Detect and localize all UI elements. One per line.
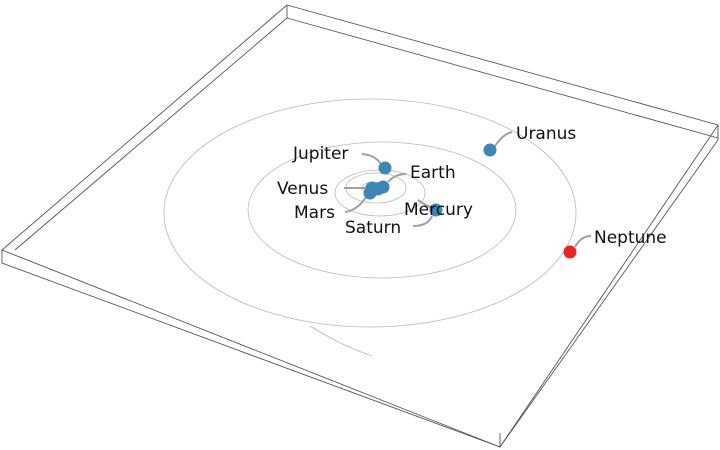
planet-venus[interactable]: Venus [277, 179, 379, 199]
data-label: Neptune [594, 228, 667, 248]
data-point[interactable] [563, 245, 577, 259]
data-label: Saturn [345, 218, 401, 238]
orbit-uranus [247, 141, 517, 279]
callout-line [344, 196, 367, 213]
planet-uranus[interactable]: Uranus [483, 124, 577, 157]
data-point[interactable] [483, 143, 497, 157]
data-point[interactable] [429, 203, 443, 217]
orbit-pluto-arc [309, 325, 373, 357]
data-label: Mars [294, 203, 335, 223]
orbit-neptune [163, 98, 577, 328]
planet-mercury[interactable]: Mercury [404, 199, 473, 220]
data-label: Venus [277, 179, 328, 199]
callout-line [574, 235, 592, 248]
data-point[interactable] [371, 182, 385, 196]
data-label: Uranus [516, 124, 576, 144]
planet-jupiter[interactable]: Jupiter [292, 144, 392, 175]
data-point[interactable] [378, 161, 392, 175]
bounding-box [1, 4, 719, 448]
data-label: Mercury [404, 200, 473, 220]
callout-line [387, 173, 407, 183]
data-label: Earth [410, 163, 456, 183]
data-label: Jupiter [292, 144, 348, 164]
callout-line [412, 215, 433, 227]
callout-line [494, 131, 513, 147]
planet-saturn[interactable]: Saturn [345, 182, 433, 239]
callout-line [361, 153, 382, 165]
planet-neptune[interactable]: Neptune [563, 228, 667, 259]
